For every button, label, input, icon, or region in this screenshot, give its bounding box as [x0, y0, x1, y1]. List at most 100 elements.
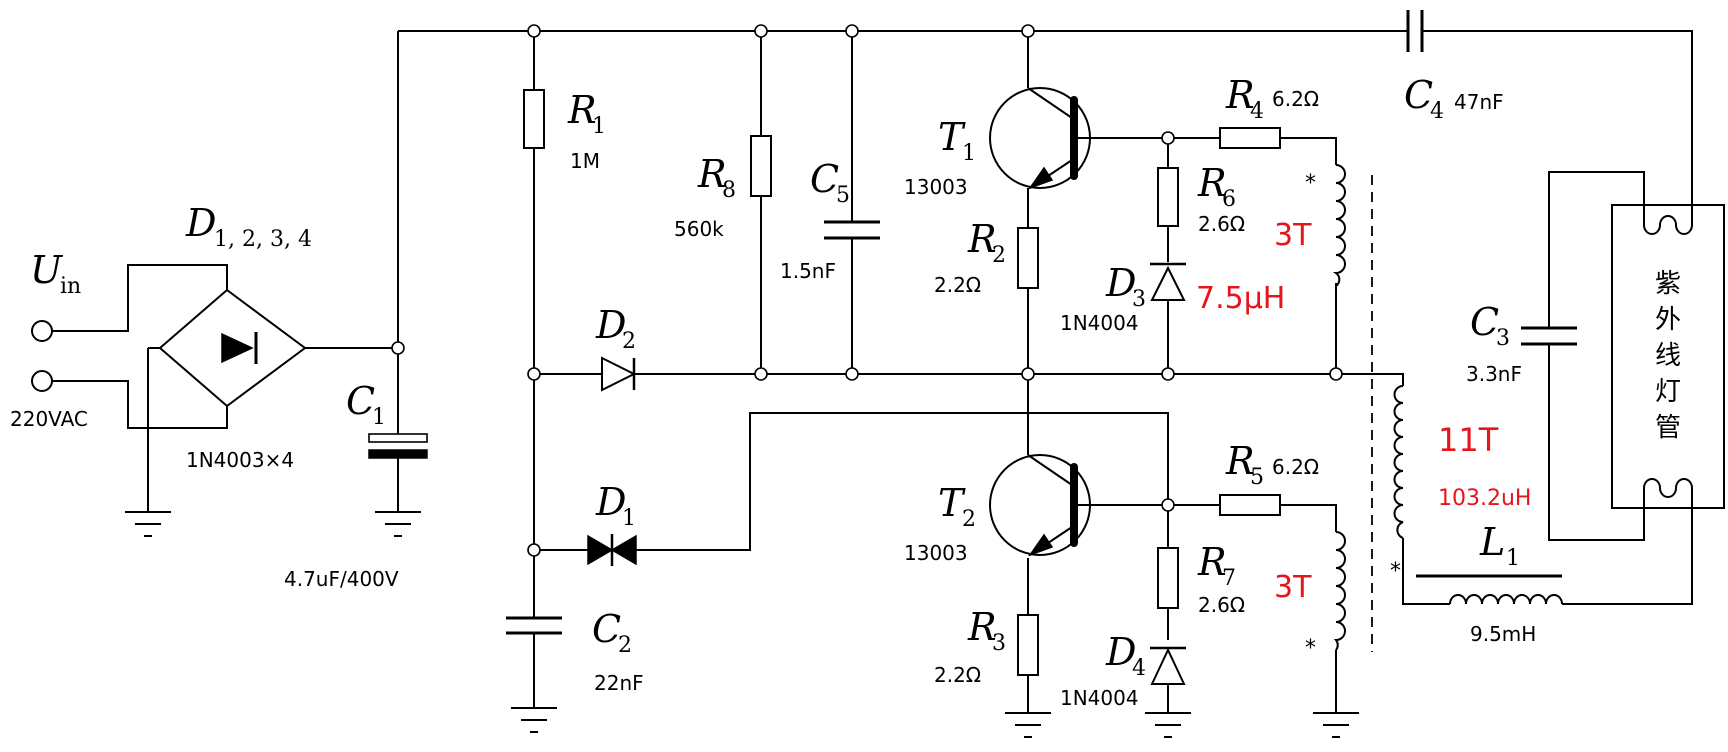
lamp-label: 紫 外 线 灯 管: [1655, 269, 1681, 443]
svg-text:紫: 紫: [1655, 269, 1681, 299]
svg-text:1N4004: 1N4004: [1060, 686, 1139, 710]
uin-symbol: U: [30, 248, 64, 292]
transformer-annotations: 3T 7.5μH 11T 103.2uH 3T: [1196, 218, 1531, 605]
svg-text:管: 管: [1655, 413, 1681, 443]
svg-text:3: 3: [992, 631, 1006, 656]
label-c4: C 4 47nF: [1404, 73, 1504, 124]
label-r4: R 4 6.2Ω: [1225, 73, 1319, 124]
label-r1: R 1 1M: [567, 88, 606, 173]
svg-text:7: 7: [1222, 566, 1236, 591]
capacitor-c5: [824, 220, 880, 240]
label-c5: C 5 1.5nF: [780, 157, 850, 283]
junction-nodes: [391, 24, 1343, 557]
svg-text:C: C: [346, 379, 375, 423]
svg-text:2: 2: [618, 633, 632, 658]
label-c3: C 3 3.3nF: [1466, 300, 1522, 386]
svg-text:13003: 13003: [904, 541, 968, 565]
label-t1: T 1 13003: [904, 115, 976, 199]
svg-text:2.6Ω: 2.6Ω: [1198, 212, 1245, 236]
svg-text:6.2Ω: 6.2Ω: [1272, 87, 1319, 111]
uin-subscript: in: [60, 274, 81, 299]
svg-text:1: 1: [1506, 546, 1520, 571]
label-c1: C 1 4.7uF/400V: [284, 379, 399, 591]
svg-text:外: 外: [1655, 305, 1681, 335]
label-r5: R 5 6.2Ω: [1225, 439, 1319, 490]
svg-text:6: 6: [1222, 187, 1236, 212]
bottom-turns: 3T: [1274, 570, 1312, 605]
svg-text:1.5nF: 1.5nF: [780, 259, 836, 283]
svg-text:D: D: [595, 480, 626, 524]
svg-text:T: T: [938, 115, 966, 159]
svg-text:4: 4: [1430, 99, 1444, 124]
label-r2: R 2 2.2Ω: [934, 217, 1006, 297]
svg-text:D: D: [1105, 630, 1136, 674]
bridge-subscript: 1, 2, 3, 4: [214, 227, 312, 252]
diode-d3: [1150, 262, 1186, 301]
svg-text:T: T: [938, 481, 966, 525]
svg-text:3: 3: [1132, 287, 1146, 312]
label-input: U in 220VAC: [10, 248, 88, 431]
input-terminals: [31, 320, 53, 392]
svg-text:3.3nF: 3.3nF: [1466, 362, 1522, 386]
svg-text:R: R: [697, 152, 727, 196]
diode-d2: [601, 356, 637, 392]
svg-text:47nF: 47nF: [1454, 90, 1504, 114]
svg-text:D: D: [1105, 261, 1136, 305]
svg-text:R: R: [967, 217, 997, 261]
capacitor-c1: [368, 433, 428, 459]
coil-primary: [1393, 385, 1404, 539]
svg-text:9.5mH: 9.5mH: [1470, 622, 1536, 646]
bridge-rectifier: [158, 288, 307, 408]
svg-text:8: 8: [722, 178, 736, 203]
diode-d4: [1150, 646, 1186, 685]
svg-text:R: R: [967, 605, 997, 649]
svg-text:C: C: [1470, 300, 1499, 344]
top-inductance: 7.5μH: [1196, 281, 1285, 316]
svg-text:*: *: [1305, 171, 1316, 196]
coil-bottom: [1333, 531, 1346, 651]
svg-text:1M: 1M: [570, 149, 600, 173]
label-d2: D 2: [595, 303, 636, 354]
capacitor-c3: [1521, 326, 1577, 346]
primary-inductance: 103.2uH: [1438, 486, 1531, 511]
svg-text:4: 4: [1132, 656, 1146, 681]
svg-text:R: R: [567, 88, 597, 132]
svg-text:L: L: [1479, 520, 1505, 564]
svg-text:C: C: [1404, 73, 1433, 117]
bridge-part: 1N4003×4: [186, 448, 294, 472]
bridge-symbol: D: [185, 201, 216, 245]
inductor-l1: [1416, 574, 1563, 605]
label-r8: R 8 560k: [674, 152, 736, 241]
svg-text:R: R: [1225, 73, 1255, 117]
svg-text:R: R: [1197, 161, 1227, 205]
svg-text:560k: 560k: [674, 217, 724, 241]
svg-text:2.6Ω: 2.6Ω: [1198, 593, 1245, 617]
diode-d1-bidirectional: [587, 534, 637, 566]
svg-text:2: 2: [622, 329, 636, 354]
svg-text:1: 1: [622, 506, 636, 531]
label-bridge: D 1, 2, 3, 4 1N4003×4: [185, 201, 312, 472]
svg-text:1: 1: [372, 405, 386, 430]
svg-text:3: 3: [1496, 326, 1510, 351]
svg-text:*: *: [1390, 559, 1401, 584]
svg-text:1: 1: [962, 141, 976, 166]
svg-text:2: 2: [962, 507, 976, 532]
label-l1: L 1 9.5mH: [1470, 520, 1536, 646]
coil-top: [1332, 164, 1346, 287]
transistor-t2: [989, 454, 1091, 557]
label-r3: R 3 2.2Ω: [934, 605, 1006, 687]
uv-lamp: [1611, 204, 1725, 509]
label-t2: T 2 13003: [904, 481, 976, 565]
label-d1: D 1: [595, 480, 636, 531]
svg-text:线: 线: [1655, 341, 1681, 371]
transistor-t1: [989, 87, 1091, 190]
ground-symbols: [125, 511, 1359, 738]
svg-text:2.2Ω: 2.2Ω: [934, 663, 981, 687]
svg-text:13003: 13003: [904, 175, 968, 199]
label-d4: D 4 1N4004: [1060, 630, 1146, 710]
svg-text:R: R: [1225, 439, 1255, 483]
svg-text:4: 4: [1250, 99, 1264, 124]
resistors: [523, 89, 1281, 676]
svg-text:22nF: 22nF: [594, 671, 644, 695]
